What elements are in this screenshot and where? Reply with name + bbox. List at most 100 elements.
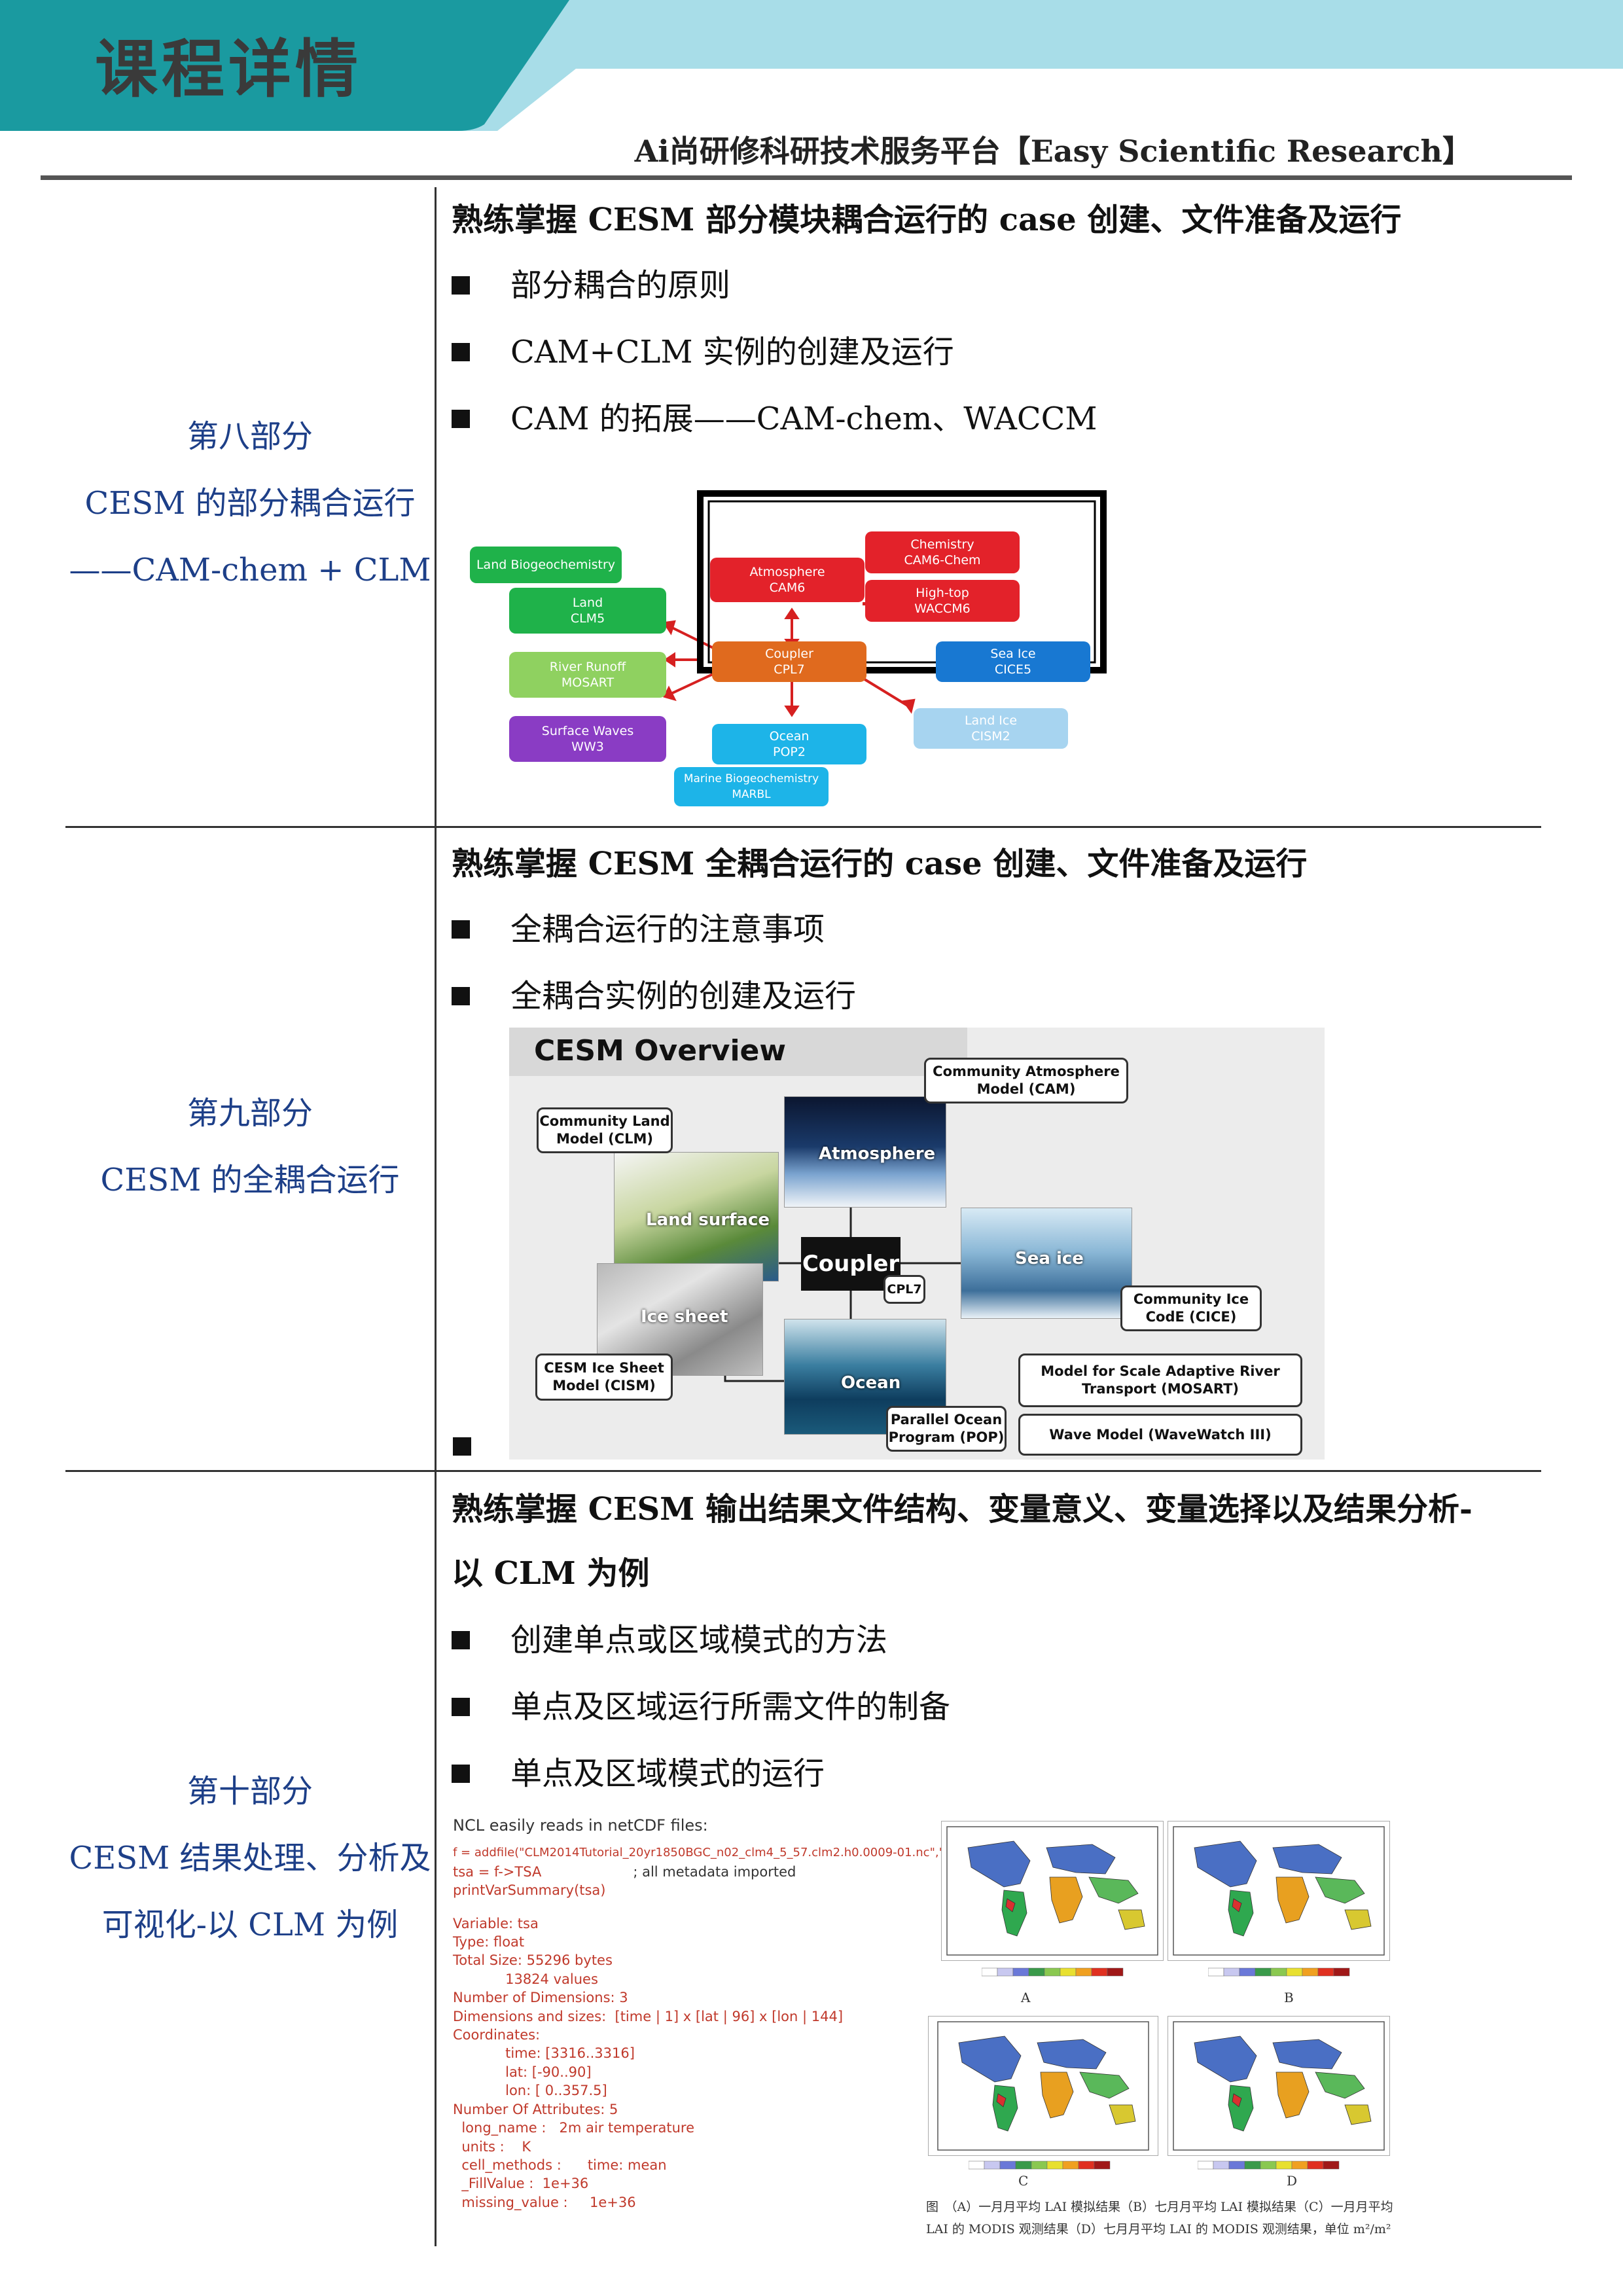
figure-caption: 图 （A）一月月平均 LAI 模拟结果（B）七月月平均 LAI 模拟结果（C）一… (926, 2200, 1393, 2236)
colorbar-swatch (1075, 1967, 1092, 1977)
wavewatch-label: Wave Model (WaveWatch III) (1018, 1414, 1302, 1456)
overview-title: CESM Overview (534, 1034, 787, 1067)
colorbar-swatch (984, 2161, 1001, 2170)
map-landmass (1088, 1876, 1139, 1904)
node-label: Sea Ice (990, 647, 1036, 661)
section10-heading-line2: 以 CLM 为例 (452, 1555, 650, 1592)
section10-bullet-2: 单点及区域运行所需文件的制备 (452, 1681, 950, 1727)
map-landmass (1344, 2104, 1372, 2125)
colorbar-swatch (1060, 1967, 1077, 1977)
colorbar-swatch (1291, 2161, 1308, 2170)
node-label: Land Biogeochemistry (476, 558, 616, 572)
colorbar-swatch (1323, 2161, 1340, 2170)
atmosphere-photo: Atmosphere (784, 1096, 946, 1208)
colorbar-swatch (1208, 1967, 1224, 1977)
node-label: Coupler (765, 647, 813, 661)
ncl-output-line: _FillValue : 1e+36 (453, 2176, 589, 2192)
section8-bullet-2: CAM+CLM 实例的创建及运行 (452, 326, 954, 372)
bullet-text: 部分耦合的原则 (510, 267, 731, 304)
colorbar-swatch (1028, 1967, 1045, 1977)
node-label: Land Ice (964, 713, 1018, 728)
section10-heading-line1: 熟练掌握 CESM 输出结果文件结构、变量意义、变量选择以及结果分析- (452, 1491, 1472, 1528)
colorbar-swatch (1270, 1967, 1287, 1977)
colorbar-swatch (1091, 1967, 1108, 1977)
node-label: WW3 (571, 740, 604, 754)
code-text: tsa = f->TSA (453, 1863, 542, 1880)
ncl-output-line: time: [3316..3316] (453, 2045, 635, 2062)
colorbar-swatch (1094, 2161, 1111, 2170)
ncl-code-block: NCL easily reads in netCDF files: f = ad… (453, 1816, 959, 2235)
code-comment: ; all metadata imported (633, 1863, 796, 1880)
ncl-output-line: units : K (453, 2138, 531, 2155)
colorbar-swatch (1046, 2161, 1063, 2170)
header-banner: 课程详情 (0, 0, 1623, 131)
bullet-text: 单点及区域运行所需文件的制备 (510, 1689, 951, 1725)
bullet-square-icon (452, 409, 470, 428)
node-label: MARBL (732, 788, 771, 801)
row-divider-2 (65, 1470, 1541, 1472)
node-label: Marine Biogeochemistry (683, 772, 819, 785)
section10-bullet-1: 创建单点或区域模式的方法 (452, 1614, 887, 1660)
label-line: Community Land (539, 1113, 670, 1129)
node-label: Chemistry (910, 537, 974, 552)
map-landmass (1005, 1898, 1016, 1912)
bullet-square-icon (452, 1630, 470, 1649)
section8-heading: 熟练掌握 CESM 部分模块耦合运行的 case 创建、文件准备及运行 (452, 202, 1402, 238)
colorbar-b (1208, 1967, 1350, 1977)
map-b (1168, 1821, 1390, 1961)
map-landmass (1040, 2072, 1074, 2119)
map-landmass (1275, 2072, 1310, 2119)
node-label: Surface Waves (541, 724, 634, 738)
ncl-code-line: tsa = f->TSA ; all metadata imported (453, 1863, 911, 1881)
ncl-output-line: Type: float (453, 1934, 525, 1950)
top-divider (41, 175, 1572, 180)
map-landmass (1344, 1909, 1372, 1930)
ncl-output-line: Number of Dimensions: 3 (453, 1990, 628, 2006)
node-label: Atmosphere (749, 565, 825, 579)
node-label: River Runoff (549, 660, 626, 674)
cesm-overview-figure: CESM Overview Atmosphere Land surface Se… (509, 1028, 1325, 1460)
colorbar-swatch (1260, 2161, 1277, 2170)
node-label: CAM6-Chem (904, 553, 981, 567)
section9-part: 第九部分 (187, 1095, 313, 1132)
label-line: Community Ice (1133, 1291, 1249, 1307)
ncl-output-line: Dimensions and sizes: [time | 1] x [lat … (453, 2008, 844, 2024)
colorbar-swatch (1239, 1967, 1256, 1977)
colorbar-swatch (1317, 1967, 1334, 1977)
colorbar-swatch (1015, 2161, 1032, 2170)
section9-subtitle: CESM 的全耦合运行 (100, 1162, 400, 1198)
map-landmass (958, 2036, 1022, 2083)
ncl-code-line: f = addfile("CLM2014Tutorial_20yr1850BGC… (453, 1846, 959, 1860)
map-label-c: C (1018, 2173, 1029, 2189)
map-c (928, 2016, 1158, 2156)
map-d (1168, 2016, 1390, 2156)
section9-bullet-2: 全耦合实例的创建及运行 (452, 970, 856, 1016)
section9-part-label: 第九部分 CESM 的全耦合运行 (65, 1080, 435, 1213)
colorbar-swatch (999, 2161, 1016, 2170)
table-column-divider (435, 187, 437, 2246)
map-landmass (1046, 1844, 1116, 1874)
bullet-text: 全耦合实例的创建及运行 (510, 978, 857, 1014)
map-label-a: A (1021, 1990, 1031, 2005)
label-line: Model for Scale Adaptive River (1041, 1363, 1280, 1379)
sea-ice-photo-label: Sea ice (1015, 1249, 1084, 1268)
colorbar-swatch (1333, 1967, 1350, 1977)
map-landmass (1315, 2072, 1365, 2099)
overview-title-bar (509, 1028, 967, 1076)
colorbar-swatch (1275, 2161, 1293, 2170)
colorbar-swatch (1213, 2161, 1230, 2170)
colorbar-swatch (1286, 1967, 1303, 1977)
colorbar-swatch (1255, 1967, 1272, 1977)
colorbar-swatch (1244, 2161, 1261, 2170)
section10-bullet-3: 单点及区域模式的运行 (452, 1748, 825, 1793)
node-label: High-top (916, 586, 969, 600)
